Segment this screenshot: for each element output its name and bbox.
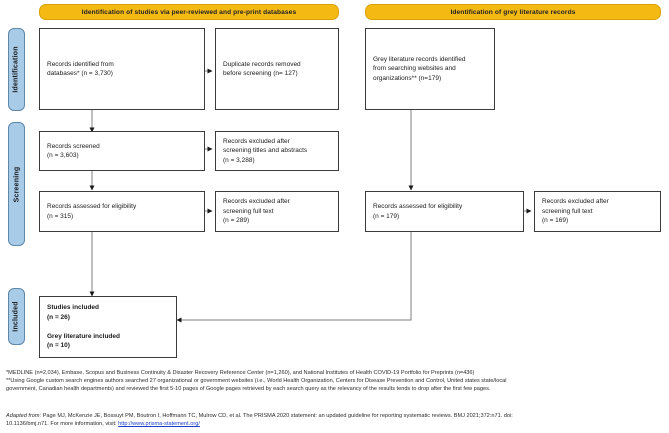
box-duplicates-removed: Duplicate records removed before screeni… (215, 28, 339, 110)
box-eligibility-databases-text: Records assessed for eligibility (n = 31… (47, 203, 137, 220)
banner-grey-literature: Identification of grey literature record… (365, 4, 661, 20)
stage-screening: Screening (8, 122, 25, 246)
box-eligibility-grey-text: Records assessed for eligibility (n = 17… (373, 203, 463, 220)
box-eligibility-databases: Records assessed for eligibility (n = 31… (39, 191, 205, 232)
citation-line-1: Adapted from: Page MJ, McKenzie JE, Boss… (6, 412, 666, 420)
citation: Adapted from: Page MJ, McKenzie JE, Boss… (6, 412, 666, 429)
box-included-final: Studies included (n = 26) Grey literatur… (39, 296, 177, 358)
box-excluded-titles-abstracts-text: Records excluded after screening titles … (223, 137, 308, 164)
banner-databases: Identification of studies via peer-revie… (39, 4, 339, 20)
box-excluded-titles-abstracts: Records excluded after screening titles … (215, 131, 339, 171)
box-eligibility-grey: Records assessed for eligibility (n = 17… (365, 191, 524, 232)
stage-identification: Identification (8, 28, 25, 111)
box-grey-identified-text: Grey literature records identified from … (373, 55, 466, 82)
footnote-databases: *MEDLINE (n=2,034), Embase, Scopus and B… (6, 370, 475, 376)
box-excluded-fulltext-databases: Records excluded after screening full te… (215, 191, 339, 232)
stage-included: Included (8, 288, 25, 345)
box-records-screened-text: Records screened (n = 3,603) (47, 142, 100, 160)
banner-databases-label: Identification of studies via peer-revie… (81, 8, 297, 16)
box-included-final-text: Studies included (n = 26) Grey literatur… (47, 304, 120, 350)
citation-reference: Page MJ, McKenzie JE, Bossuyt PM, Boutro… (42, 413, 513, 419)
stage-identification-label: Identification (13, 46, 21, 93)
box-records-identified-text: Records identified from databases* (n = … (47, 60, 114, 78)
box-excluded-fulltext-grey: Records excluded after screening full te… (534, 191, 661, 232)
box-excluded-fulltext-grey-text: Records excluded after screening full te… (542, 198, 609, 225)
footnotes: *MEDLINE (n=2,034), Embase, Scopus and B… (6, 369, 666, 393)
citation-line-2: 10.1136/bmj.n71. For more information, v… (6, 420, 666, 428)
box-grey-identified: Grey literature records identified from … (365, 28, 495, 110)
banner-grey-literature-label: Identification of grey literature record… (450, 8, 576, 16)
citation-doi-text: 10.1136/bmj.n71. For more information, v… (6, 421, 119, 428)
citation-adapted-label: Adapted from: (6, 413, 42, 419)
prisma-statement-link[interactable]: http://www.prisma-statement.org/ (118, 421, 200, 428)
stage-screening-label: Screening (13, 166, 20, 202)
box-duplicates-removed-text: Duplicate records removed before screeni… (223, 60, 301, 78)
box-excluded-fulltext-databases-text: Records excluded after screening full te… (223, 198, 290, 225)
stage-included-label: Included (13, 301, 21, 332)
box-records-screened: Records screened (n = 3,603) (39, 131, 205, 171)
box-records-identified: Records identified from databases* (n = … (39, 28, 205, 110)
footnote-grey-line2: government, Canadian health departments)… (6, 386, 491, 393)
footnote-grey-line1: **Using Google custom search engines aut… (6, 378, 507, 385)
